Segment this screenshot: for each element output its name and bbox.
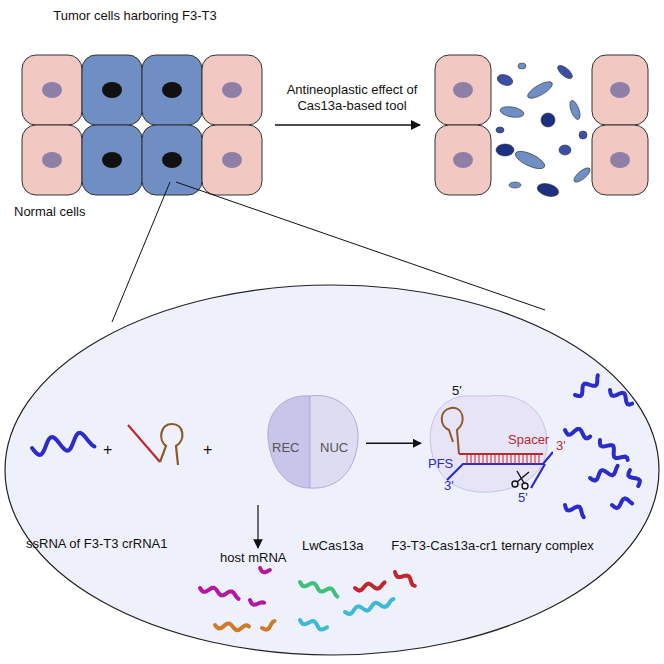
- cell-fragment: [572, 166, 592, 185]
- cell-fragment: [496, 144, 514, 156]
- cell-group: [22, 55, 648, 199]
- domain-label: REC: [272, 440, 299, 456]
- node-caption: LwCas13a: [302, 538, 363, 554]
- tumor-cell: [142, 55, 202, 125]
- end-label: 5': [452, 383, 462, 399]
- effect-arrow: [275, 124, 420, 125]
- nucleus: [453, 82, 473, 98]
- cleaved-rna: [628, 470, 640, 486]
- cell-fragment: [496, 73, 514, 88]
- cell-interior: [5, 285, 659, 655]
- host-mrna-fragment: [395, 572, 415, 586]
- nucleus: [102, 82, 122, 98]
- molecule-label: crRNA1: [122, 536, 168, 552]
- cleaved-rna: [600, 440, 628, 460]
- cleaved-rna: [612, 498, 632, 508]
- cell-fragment: [525, 79, 554, 102]
- cleaved-rna: [590, 466, 618, 481]
- pfs-label: PFS: [428, 456, 453, 472]
- cell-fragment: [513, 148, 547, 172]
- cleaved-rna: [575, 375, 598, 396]
- host-mrna-fragment: [300, 582, 337, 597]
- host-mrna-fragment: [355, 582, 385, 590]
- host-mrna-fragment: [345, 599, 393, 614]
- cell-fragment: [541, 113, 555, 127]
- node-caption: F3-T3-Cas13a-cr1 ternary complex: [385, 538, 600, 554]
- normal-cell: [592, 125, 648, 195]
- cas13a-protein: RECNUCLwCas13a: [262, 392, 362, 492]
- tumor-cell: [82, 55, 142, 125]
- cell-fragment: [559, 145, 571, 155]
- tumor-cell: [142, 125, 202, 195]
- end-label: 3': [556, 438, 566, 454]
- host-mrna-fragment: [262, 621, 275, 630]
- cell-fragment: [579, 131, 587, 139]
- host-mrna-fragment: [300, 620, 327, 630]
- cell-fragment: [496, 127, 504, 133]
- host-mrna-fragment: [200, 588, 239, 599]
- molecule-label: host mRNA: [220, 550, 286, 566]
- nucleus: [42, 152, 62, 168]
- crrna-hairpin: [160, 424, 182, 465]
- nucleus: [42, 82, 62, 98]
- crrna-spacer: [128, 425, 160, 462]
- domain-label: NUC: [320, 440, 348, 456]
- nucleus: [453, 152, 473, 168]
- tumor-cell: [82, 125, 142, 195]
- normal-cell: [22, 55, 82, 125]
- nucleus: [610, 82, 630, 98]
- cleavage-arrow: [257, 505, 258, 548]
- host-mrna-fragment: [250, 600, 264, 605]
- nucleus: [162, 152, 182, 168]
- normal-cell: [435, 125, 491, 195]
- ssrna: [32, 433, 94, 455]
- spacer-label: Spacer: [508, 432, 549, 448]
- normal-cell: [202, 125, 262, 195]
- molecule-label: ssRNA of F3-T3: [26, 536, 118, 552]
- normal-cell: [592, 55, 648, 125]
- end-label: 5': [518, 490, 528, 506]
- plus-sign: +: [103, 440, 112, 459]
- effect-label: Antineoplastic effect of Cas13a-based to…: [272, 82, 432, 113]
- flow-arrow: [366, 443, 421, 444]
- cell-fragment: [568, 99, 582, 121]
- normal-cell: [435, 55, 491, 125]
- nucleus: [102, 152, 122, 168]
- cleaved-rna: [565, 505, 584, 517]
- host-mrna-fragment: [260, 568, 270, 572]
- cell-fragment: [518, 63, 526, 69]
- normal-cell: [202, 55, 262, 125]
- group-title: Tumor cells harboring F3-T3: [50, 8, 220, 24]
- cell-fragment: [509, 182, 521, 188]
- cell-fragment: [499, 105, 524, 119]
- nucleus: [610, 152, 630, 168]
- cleaved-rna: [610, 390, 632, 405]
- host-mrna-fragment: [215, 623, 249, 630]
- cell-fragment: [556, 63, 575, 81]
- group-title: Normal cells: [14, 204, 86, 220]
- nucleus: [222, 152, 242, 168]
- nucleus: [222, 82, 242, 98]
- zoom-line: [112, 182, 170, 322]
- end-label: 3': [444, 478, 454, 494]
- cleaved-rna: [565, 429, 590, 438]
- normal-cell: [22, 125, 82, 195]
- plus-sign: +: [203, 440, 212, 459]
- nucleus: [162, 82, 182, 98]
- cell-fragment: [536, 181, 560, 198]
